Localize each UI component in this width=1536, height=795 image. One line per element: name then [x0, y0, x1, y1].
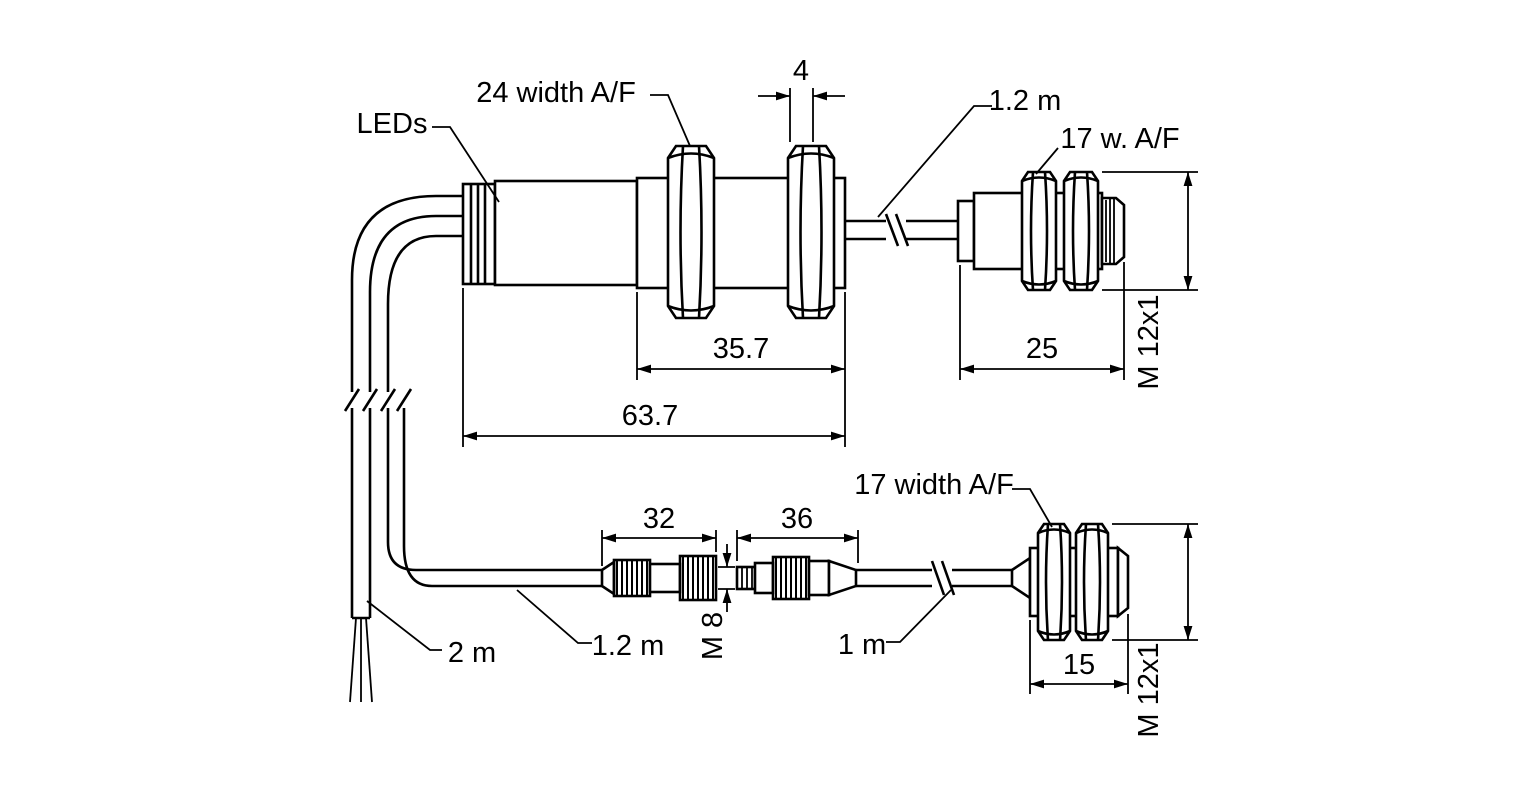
hex-nut	[1020, 170, 1058, 292]
break-tick	[884, 213, 900, 247]
top-sensor	[461, 144, 847, 320]
nut-facets	[1029, 171, 1049, 291]
break-tick	[940, 560, 956, 596]
socket-body	[648, 562, 682, 594]
nut-facets	[1071, 171, 1091, 291]
leader-2m	[366, 600, 442, 651]
hex-nut	[1062, 170, 1100, 292]
leader-1-2m-bottom	[516, 589, 592, 644]
nut-outline	[786, 144, 836, 320]
dim-label-25: 25	[1026, 333, 1058, 365]
hex-nut-front	[786, 144, 836, 320]
thread-label-m12x1-top: M 12x1	[1133, 294, 1165, 389]
bottom-cable-lower-edge	[402, 408, 602, 588]
plug-neck	[753, 561, 775, 595]
label-17-w-af: 17 w. A/F	[1060, 123, 1179, 155]
hex-nut-rear	[666, 144, 716, 320]
nut-outline	[1074, 522, 1110, 642]
nut-facets	[1044, 523, 1064, 641]
top-cable	[845, 213, 958, 247]
nut-facets	[1082, 523, 1102, 641]
wire-2	[368, 214, 463, 618]
knurl-coupling-nut	[678, 554, 718, 602]
nut-outline	[1020, 170, 1058, 292]
label-1-2m-bottom: 1.2 m	[592, 630, 665, 662]
top-m12-connector	[956, 170, 1126, 292]
break-tick	[361, 388, 379, 412]
leader-17-width-af	[1012, 488, 1053, 528]
wire-1	[350, 194, 463, 618]
leader-cable-1-2m-top	[877, 105, 992, 218]
break-tick	[395, 388, 413, 412]
m8-socket-plug	[600, 554, 718, 602]
thread-label-m8: M 8	[697, 612, 729, 660]
hex-nut	[1074, 522, 1110, 642]
nut-chamfer-arcs	[1075, 528, 1109, 636]
nut-chamfer-arcs	[1063, 176, 1099, 286]
connector-thread-stub	[1100, 196, 1126, 266]
break-tick	[379, 388, 397, 412]
labels: LEDs 24 width A/F 4 1.2 m 17 w. A/F 35.7…	[357, 55, 1180, 738]
cable-break-marks	[343, 388, 413, 412]
leader-lines	[366, 94, 1059, 651]
label-2m: 2 m	[448, 637, 496, 669]
nut-chamfer-arcs	[787, 152, 835, 312]
dim-label-15: 15	[1063, 649, 1095, 681]
leader-1m	[886, 589, 952, 643]
dimensions	[462, 88, 1198, 694]
dim-label-36: 36	[781, 503, 813, 535]
sensor-body	[493, 179, 639, 287]
hex-nut	[1036, 522, 1072, 642]
break-tick	[343, 388, 361, 412]
nut-chamfer-arcs	[1037, 528, 1071, 636]
wire-strands	[349, 617, 373, 703]
break-tick	[930, 560, 946, 596]
nut-outline	[666, 144, 716, 320]
connector-end-chamfer	[1116, 545, 1130, 619]
sensor-wires	[343, 194, 602, 703]
dim-label-32: 32	[643, 503, 675, 535]
label-17-width-af: 17 width A/F	[854, 469, 1014, 501]
nut-outline	[1062, 170, 1100, 292]
bottom-m12-connector	[1010, 522, 1130, 642]
label-cable-1-2m-top: 1.2 m	[989, 85, 1062, 117]
nut-chamfer-arcs	[1021, 176, 1057, 286]
dim-label-35-7: 35.7	[713, 333, 769, 365]
nut-facets	[799, 145, 823, 319]
m8-plug-connector	[735, 555, 858, 601]
bottom-cable	[856, 560, 1012, 596]
dim-label-4: 4	[793, 55, 809, 87]
label-1m: 1 m	[838, 629, 886, 661]
nut-chamfer-arcs	[667, 152, 715, 312]
leader-24-width-af	[650, 94, 691, 147]
label-leds: LEDs	[357, 108, 428, 140]
dim-label-63-7: 63.7	[622, 400, 678, 432]
strand	[365, 617, 373, 703]
label-24-width-af: 24 width A/F	[476, 77, 636, 109]
connector-boot	[956, 199, 976, 263]
nut-outline	[1036, 522, 1072, 642]
leader-leds	[432, 126, 500, 203]
nut-facets	[679, 145, 703, 319]
strand	[349, 617, 357, 703]
wire-3-to-bottom-cable	[386, 234, 602, 572]
thread-label-m12x1-bottom: M 12x1	[1133, 642, 1165, 737]
leader-17-w-af	[1035, 147, 1059, 175]
break-tick	[894, 213, 910, 247]
plug-body	[807, 559, 831, 597]
